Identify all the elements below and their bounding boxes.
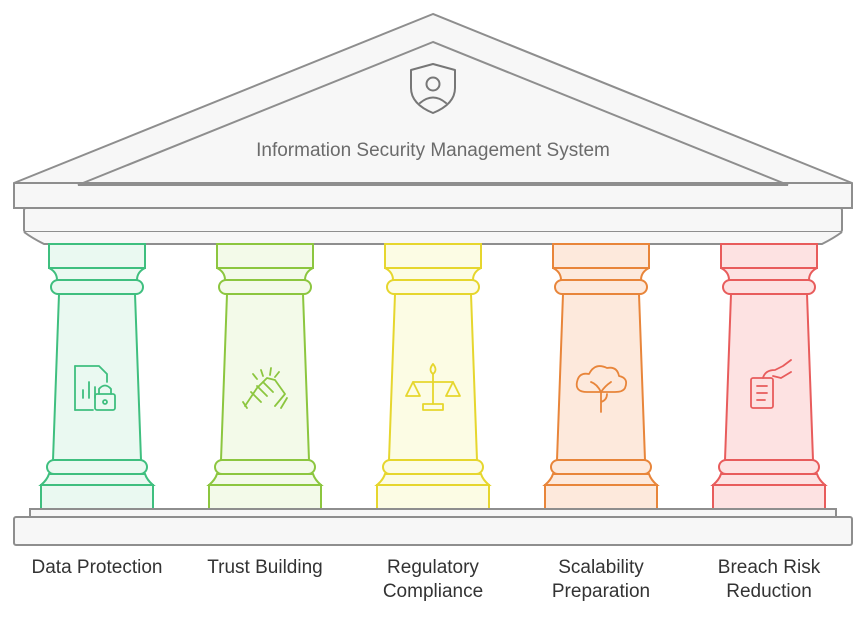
pillar-neck bbox=[216, 267, 314, 281]
pillar-base bbox=[208, 484, 322, 510]
pillar-label-line: Scalability bbox=[558, 557, 644, 578]
pillar-label-line: Regulatory bbox=[387, 557, 479, 578]
shield-user-icon bbox=[410, 63, 456, 114]
pillar-top-ring bbox=[554, 279, 648, 295]
pillar-2 bbox=[206, 243, 324, 510]
pillar-capital bbox=[384, 243, 482, 269]
pillar-shaft bbox=[723, 293, 815, 461]
pillar-label-line: Trust Building bbox=[207, 557, 323, 578]
pillar-label-line: Breach Risk bbox=[717, 557, 821, 578]
roof bbox=[13, 12, 853, 209]
pillar-bottom-ring bbox=[382, 459, 484, 475]
pillar-label-1: Data Protection bbox=[7, 556, 187, 580]
pillar-capital bbox=[552, 243, 650, 269]
base-step-top bbox=[29, 508, 837, 518]
pillar-neck bbox=[552, 267, 650, 281]
pillar-label-line: Compliance bbox=[382, 581, 484, 602]
pillar-capital bbox=[216, 243, 314, 269]
pillar-capital bbox=[720, 243, 818, 269]
pillar-base-neck bbox=[374, 473, 492, 486]
pillar-bottom-ring bbox=[718, 459, 820, 475]
pillar-top-ring bbox=[218, 279, 312, 295]
pillar-label-line: Reduction bbox=[726, 581, 812, 602]
pillar-base-neck bbox=[542, 473, 660, 486]
pillar-label-2: Trust Building bbox=[175, 556, 355, 580]
pillar-neck bbox=[384, 267, 482, 281]
pillar-1 bbox=[38, 243, 156, 510]
pillar-4 bbox=[542, 243, 660, 510]
pillar-shaft bbox=[219, 293, 311, 461]
pillar-shaft bbox=[51, 293, 143, 461]
scales-icon bbox=[405, 363, 461, 411]
pillar-base bbox=[544, 484, 658, 510]
pillar-3 bbox=[374, 243, 492, 510]
pillar-base bbox=[376, 484, 490, 510]
pillars bbox=[38, 243, 828, 510]
document-chart-lock-icon bbox=[74, 365, 116, 411]
pillar-base-neck bbox=[710, 473, 828, 486]
diagram-title: Information Security Management System bbox=[256, 140, 610, 161]
pillar-label-line: Preparation bbox=[551, 581, 651, 602]
pillar-neck bbox=[48, 267, 146, 281]
pillar-top-ring bbox=[722, 279, 816, 295]
pillar-5 bbox=[710, 243, 828, 510]
pillar-shaft bbox=[555, 293, 647, 461]
pillar-bottom-ring bbox=[550, 459, 652, 475]
pillar-top-ring bbox=[386, 279, 480, 295]
pillar-base-neck bbox=[38, 473, 156, 486]
pillar-base-neck bbox=[206, 473, 324, 486]
handshake-icon bbox=[242, 367, 288, 409]
entablature-underside bbox=[23, 231, 843, 245]
pillar-bottom-ring bbox=[214, 459, 316, 475]
hand-document-icon bbox=[750, 359, 792, 409]
cloud-growth-icon bbox=[575, 365, 628, 413]
base-platform bbox=[13, 516, 853, 546]
pillar-capital bbox=[48, 243, 146, 269]
pillar-base bbox=[712, 484, 826, 510]
pillar-bottom-ring bbox=[46, 459, 148, 475]
pillar-top-ring bbox=[50, 279, 144, 295]
entablature-beam bbox=[23, 207, 843, 233]
pillar-base bbox=[40, 484, 154, 510]
pillar-label-line: Data Protection bbox=[31, 557, 163, 578]
pillar-neck bbox=[720, 267, 818, 281]
